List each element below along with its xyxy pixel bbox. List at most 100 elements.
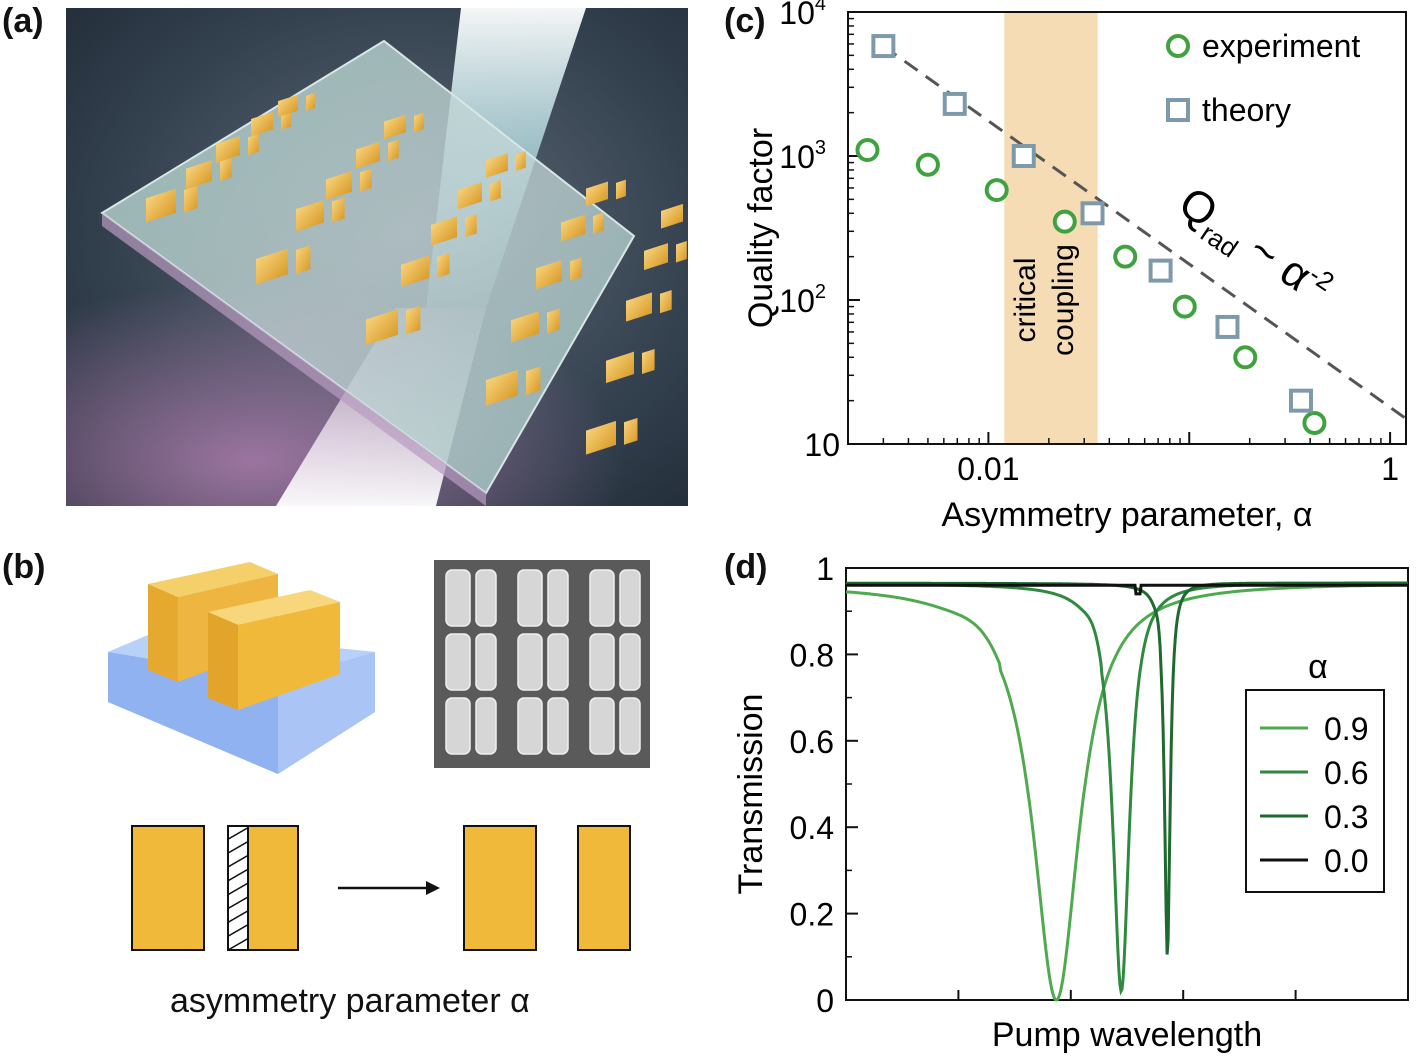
sem-block: [445, 569, 471, 627]
y-tick-label: 0.8: [790, 637, 834, 673]
legend-label-theory: theory: [1202, 92, 1291, 128]
y-tick-label: 102: [779, 281, 826, 319]
gold-nanoblock: [306, 93, 315, 111]
x-tick-label: 0.01: [957, 451, 1019, 487]
sem-block: [547, 697, 569, 755]
theory-point: [1011, 144, 1036, 168]
gold-nanoblock: [526, 366, 541, 396]
gold-nanoblock: [296, 245, 311, 274]
gold-nanoblock: [586, 420, 616, 455]
sem-block: [517, 633, 543, 691]
y-axis-label: Quality factor: [742, 128, 780, 328]
gold-nanoblock: [366, 309, 398, 346]
gold-nanoblock: [486, 369, 518, 406]
sem-block: [547, 569, 569, 627]
legend-label-0.0: 0.0: [1324, 843, 1368, 879]
plot-frame: [847, 11, 1407, 445]
experiment-point: [1172, 294, 1197, 319]
gold-nanoblock: [326, 170, 352, 201]
panel-label-c: (c): [724, 2, 766, 40]
gold-nanoblock: [616, 179, 626, 200]
gold-nanoblock: [184, 185, 198, 213]
x-axis-label: Asymmetry parameter, α: [941, 496, 1312, 534]
sem-block: [475, 633, 497, 691]
sem-block: [445, 697, 471, 755]
gold-nanoblock: [332, 197, 345, 223]
gold-nanoblock: [486, 152, 508, 178]
legend-label-experiment: experiment: [1202, 28, 1360, 64]
gold-nanoblock: [414, 112, 424, 133]
shaded-label-line1: critical: [1009, 257, 1042, 342]
experiment-point: [855, 138, 880, 163]
experiment-point: [1052, 209, 1077, 234]
sem-block: [619, 697, 641, 755]
gold-nanoblock: [606, 351, 634, 384]
y-tick-label: 104: [779, 0, 826, 31]
gold-nanoblock: [384, 114, 406, 140]
transmission-curve-0.0: [846, 583, 1408, 596]
panel-a-illustration: [66, 8, 701, 506]
gold-nanoblock: [256, 248, 288, 285]
hatched-removed-region: [227, 825, 249, 951]
fit-line-label: Qrad ~ α-2: [1167, 177, 1340, 319]
gold-nanoblock: [536, 259, 562, 290]
gold-nanoblock: [296, 200, 324, 232]
legend-title: α: [1308, 648, 1328, 686]
legend-theory-marker: [1166, 98, 1190, 122]
gold-nanoblock: [490, 180, 501, 202]
gold-nanoblock: [465, 214, 477, 238]
legend-experiment-marker: [1166, 34, 1190, 58]
sem-block: [589, 697, 615, 755]
y-axis-label: Transmission: [732, 694, 770, 895]
rect-right-original: [247, 825, 299, 951]
gold-nanoblock: [186, 160, 212, 190]
gold-block-large: [148, 562, 278, 597]
gold-nanoblock: [547, 308, 560, 334]
gold-nanoblock: [661, 203, 683, 229]
y-tick-label: 0: [816, 983, 834, 1019]
y-tick-label: 1: [816, 551, 834, 587]
critical-coupling-region: [1004, 12, 1098, 444]
experiment-point: [1302, 410, 1327, 435]
gold-nanoblock: [220, 157, 232, 182]
y-tick-label: 0.6: [790, 724, 834, 760]
sem-block: [517, 569, 543, 627]
panel-label-d: (d): [724, 548, 768, 586]
gold-nanoblock: [360, 168, 372, 192]
sem-block: [619, 633, 641, 691]
experiment-point: [984, 178, 1009, 203]
sem-block: [547, 633, 569, 691]
y-tick-label: 0.4: [790, 810, 834, 846]
sem-block: [589, 569, 615, 627]
experiment-point: [1233, 345, 1258, 370]
theory-point: [871, 34, 896, 59]
theory-point: [942, 91, 967, 116]
experiment-point: [915, 152, 940, 177]
gold-nanoblock: [642, 348, 655, 375]
theory-point: [1215, 314, 1240, 339]
gold-nanoblock: [437, 252, 450, 279]
legend-label-0.3: 0.3: [1324, 799, 1368, 835]
legend-label-0.9: 0.9: [1324, 711, 1368, 747]
gold-nanoblock: [388, 139, 399, 162]
rect-left-asym: [463, 825, 537, 951]
gold-nanoblock: [216, 135, 240, 163]
gold-nanoblock: [516, 151, 526, 171]
theory-point: [1148, 258, 1173, 283]
gold-nanoblock: [251, 111, 273, 137]
transmission-curve-0.9: [845, 583, 1408, 1002]
gold-nanoblock: [401, 255, 429, 288]
sem-block: [589, 633, 615, 691]
x-axis-label: Pump wavelength: [992, 1016, 1262, 1054]
gold-nanoblock: [676, 241, 687, 263]
gold-nanoblock: [278, 94, 298, 118]
gold-nanoblock: [644, 243, 668, 271]
gold-nanoblock: [511, 311, 539, 343]
gold-nanoblock: [561, 214, 585, 242]
shaded-label-line2: coupling: [1047, 244, 1080, 356]
gold-nanoblock: [626, 292, 652, 322]
gold-nanoblock: [593, 212, 604, 235]
